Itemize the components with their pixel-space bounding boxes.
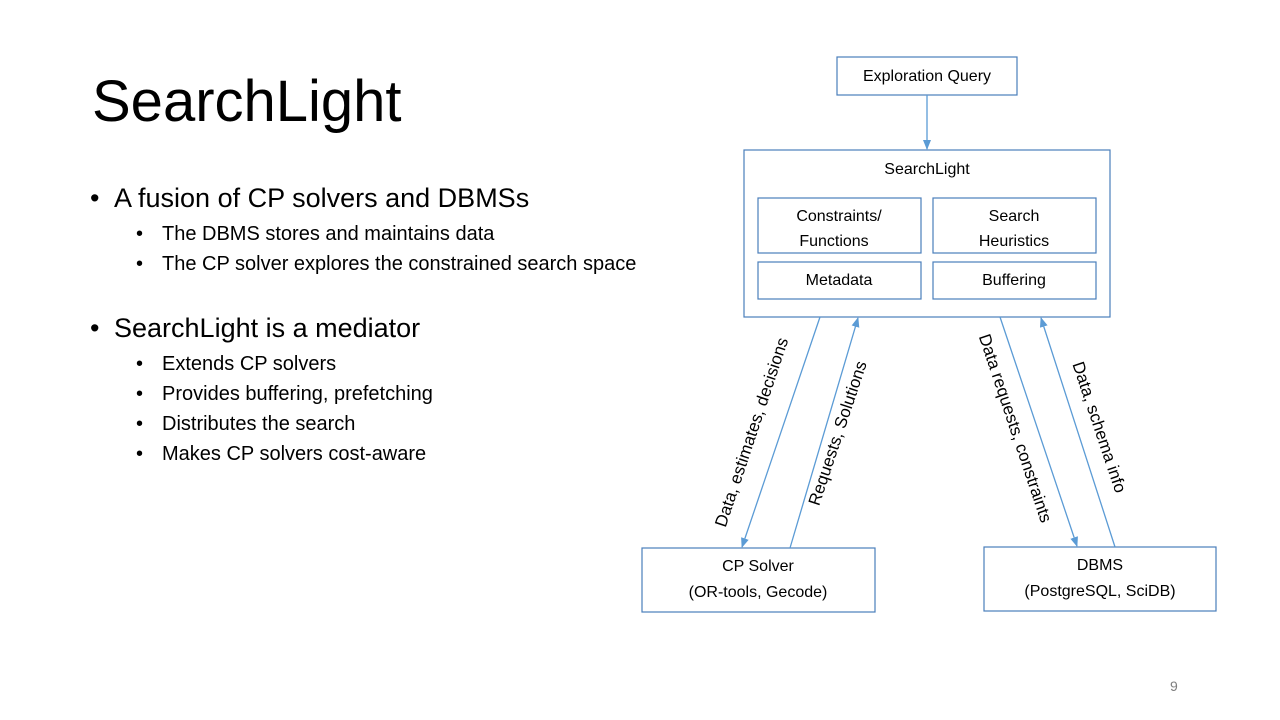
edge-label-schema-info: Data, schema info — [1068, 359, 1129, 495]
metadata-label: Metadata — [806, 272, 873, 289]
searchlight-box-label: SearchLight — [884, 161, 970, 178]
bullet-list: A fusion of CP solvers and DBMSs The DBM… — [90, 180, 650, 466]
heuristics-label-line1: Search — [989, 208, 1040, 225]
sub-bullet-dbms-stores: The DBMS stores and maintains data — [136, 222, 650, 246]
page-number: 9 — [1170, 678, 1178, 694]
edge-label-requests-solutions: Requests, Solutions — [805, 359, 871, 508]
bullet-mediator: SearchLight is a mediator — [90, 310, 650, 346]
cp-solver-box: CP Solver (OR-tools, Gecode) — [641, 547, 876, 613]
cp-to-searchlight-arrow — [789, 317, 860, 549]
dbms-label: DBMS — [1077, 557, 1123, 574]
metadata-module: Metadata — [757, 261, 922, 300]
bullet-fusion: A fusion of CP solvers and DBMSs — [90, 180, 650, 216]
searchlight-to-cp-arrow — [741, 316, 821, 548]
buffering-label: Buffering — [982, 272, 1046, 289]
sub-bullet-cost-aware: Makes CP solvers cost-aware — [136, 442, 650, 466]
exploration-query-label: Exploration Query — [863, 68, 991, 85]
constraints-label-line1: Constraints/ — [796, 208, 882, 225]
sub-bullet-cp-explores: The CP solver explores the constrained s… — [136, 252, 650, 276]
cp-solver-tools: (OR-tools, Gecode) — [689, 584, 828, 601]
searchlight-to-dbms-arrow — [999, 316, 1078, 547]
dbms-to-searchlight-arrow — [1039, 317, 1116, 548]
buffering-module: Buffering — [932, 261, 1097, 300]
sub-bullet-distributes: Distributes the search — [136, 412, 650, 436]
dbms-box: DBMS (PostgreSQL, SciDB) — [983, 546, 1217, 612]
edge-label-data-estimates: Data, estimates, decisions — [711, 335, 792, 529]
dbms-systems: (PostgreSQL, SciDB) — [1024, 583, 1175, 600]
slide-title: SearchLight — [92, 69, 402, 134]
sub-bullet-extends: Extends CP solvers — [136, 352, 650, 376]
constraints-functions-module: Constraints/ Functions — [757, 197, 922, 254]
search-heuristics-module: Search Heuristics — [932, 197, 1097, 254]
constraints-label-line2: Functions — [799, 233, 868, 250]
heuristics-label-line2: Heuristics — [979, 233, 1049, 250]
sub-bullet-buffering: Provides buffering, prefetching — [136, 382, 650, 406]
cp-solver-label: CP Solver — [722, 558, 794, 575]
exploration-query-box: Exploration Query — [836, 56, 1018, 96]
